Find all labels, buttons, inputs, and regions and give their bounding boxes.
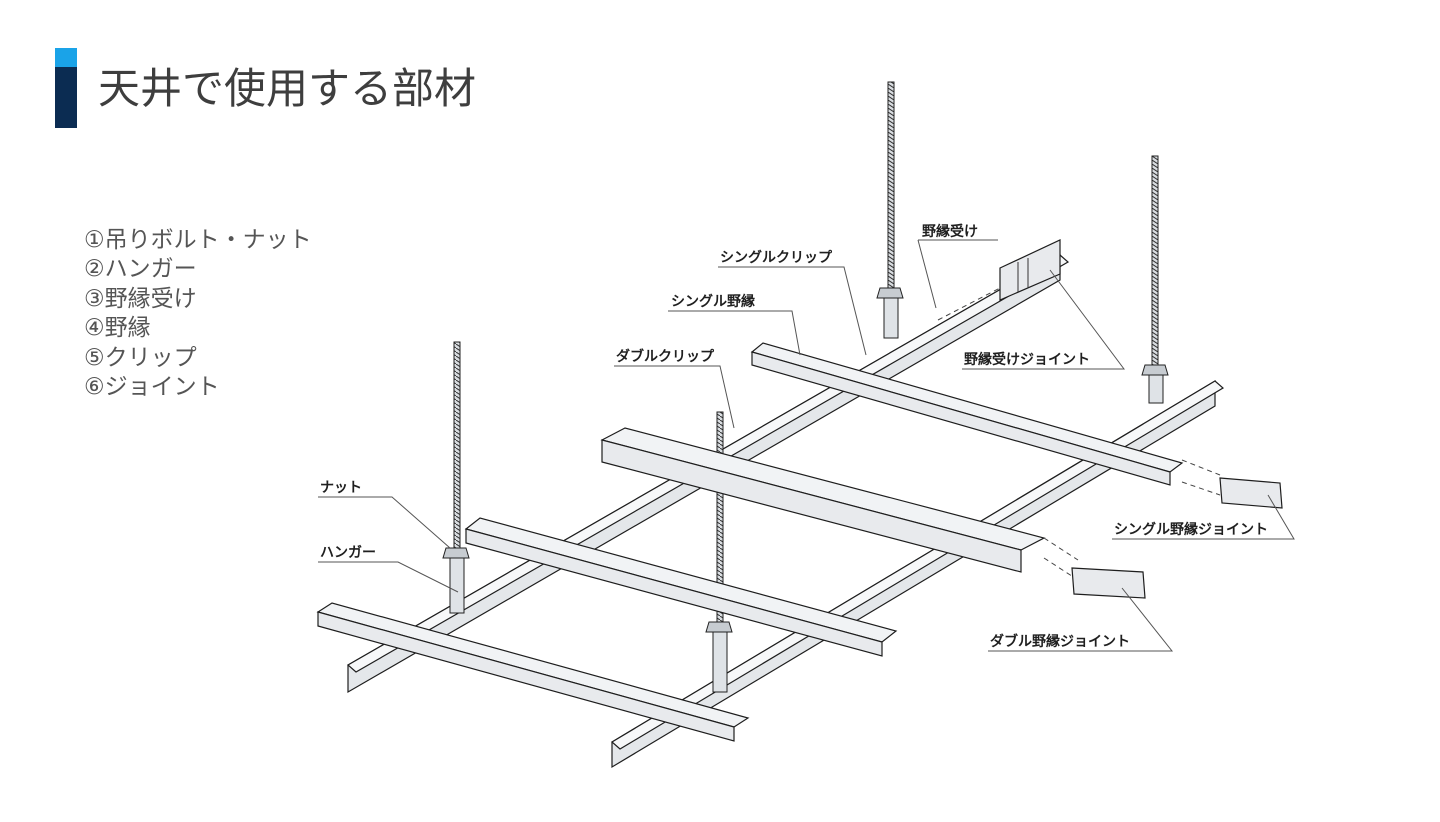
label-single-clip: シングルクリップ <box>720 249 833 266</box>
single-joist-joint <box>1181 459 1283 509</box>
label-hanger: ハンガー <box>320 545 376 561</box>
parts-legend: ①吊りボルト・ナット ②ハンガー ③野縁受け ④野縁 ⑤クリップ ⑥ジョイント <box>84 226 312 402</box>
title-accent-bar <box>55 48 77 128</box>
hanging-bolt-rear-left <box>876 81 904 339</box>
double-joist-joint <box>1043 537 1146 599</box>
label-double-clip: ダブルクリップ <box>616 348 715 365</box>
carrying-channel-joint <box>937 239 1061 321</box>
joist-single-middle <box>464 517 898 657</box>
hanging-bolt-front-middle <box>705 411 733 693</box>
label-nobuchi-uke-joint: 野縁受けジョイント <box>964 351 1090 368</box>
label-single-nobuchi-joint: シングル野縁ジョイント <box>1114 521 1268 538</box>
legend-item-clip: ⑤クリップ <box>84 344 197 371</box>
joist-double-lower <box>316 602 750 742</box>
title-accent-bottom <box>55 67 77 128</box>
legend-item-bolt-nut: ①吊りボルト・ナット <box>84 227 312 253</box>
hanging-bolt-front-left <box>442 341 470 614</box>
title-accent-top <box>55 48 77 67</box>
label-nobuchi-uke: 野縁受け <box>922 223 978 240</box>
label-nut: ナット <box>320 480 362 496</box>
label-single-nobuchi: シングル野縁 <box>671 293 755 310</box>
carrying-channel-back <box>610 379 1225 769</box>
page-title: 天井で使用する部材 <box>98 64 477 113</box>
hanging-bolt-rear-right <box>1141 155 1169 404</box>
label-double-nobuchi-joint: ダブル野縁ジョイント <box>990 633 1130 650</box>
joist-single-top <box>750 342 1184 486</box>
legend-item-nobuchi: ④野縁 <box>84 315 151 342</box>
legend-item-nobuchi-uke: ③野縁受け <box>84 285 197 312</box>
legend-item-joint: ⑥ジョイント <box>84 374 220 401</box>
leader-lines <box>318 239 1295 652</box>
legend-item-hanger: ②ハンガー <box>84 256 197 283</box>
